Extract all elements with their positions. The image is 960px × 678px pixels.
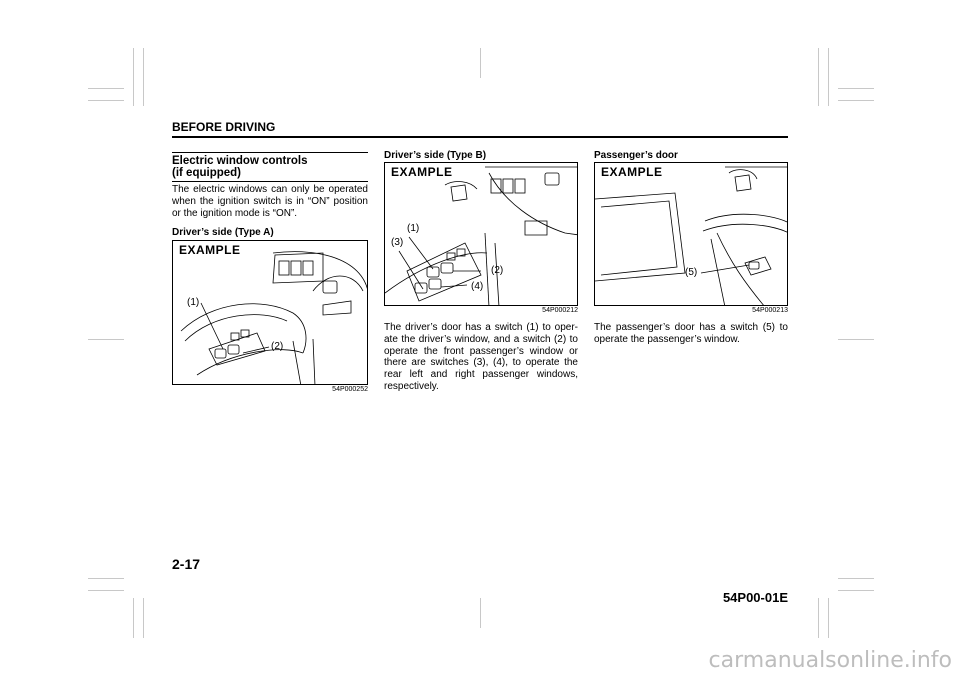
crop-mark xyxy=(480,598,481,628)
crop-mark xyxy=(838,578,874,579)
passenger-illustration xyxy=(595,166,787,305)
crop-mark xyxy=(143,48,144,106)
passenger-description: The passenger’s door has a switch (5) to… xyxy=(594,322,788,345)
type-b-callout-4: (4) xyxy=(471,281,484,292)
passenger-example-label: EXAMPLE xyxy=(601,165,663,179)
type-a-figure: EXAMPLE (1) (2) xyxy=(172,240,368,385)
type-b-heading: Driver’s side (Type B) xyxy=(384,150,487,161)
crop-mark xyxy=(88,88,124,89)
crop-mark xyxy=(88,339,124,340)
document-code: 54P00-01E xyxy=(722,590,788,605)
section-rule-top xyxy=(172,152,368,153)
running-header: BEFORE DRIVING xyxy=(172,120,276,134)
crop-mark xyxy=(143,598,144,638)
crop-mark xyxy=(818,48,819,106)
crop-mark xyxy=(133,48,134,106)
type-a-callout-1: (1) xyxy=(187,297,200,308)
type-a-illustration xyxy=(180,251,367,384)
header-rule xyxy=(172,136,788,138)
crop-mark xyxy=(828,48,829,106)
passenger-figure: EXAMPLE (5) xyxy=(594,162,788,306)
type-b-illustration xyxy=(385,166,577,305)
section-title-line2: (if equipped) xyxy=(172,167,241,179)
crop-mark xyxy=(133,598,134,638)
crop-mark xyxy=(480,48,481,78)
type-a-callout-2: (2) xyxy=(271,341,284,352)
type-a-example-label: EXAMPLE xyxy=(179,243,241,257)
crop-mark xyxy=(828,598,829,638)
crop-mark xyxy=(838,100,874,101)
crop-mark xyxy=(88,578,124,579)
type-a-heading: Driver’s side (Type A) xyxy=(172,227,274,238)
type-b-description: The driver’s door has a switch (1) to op… xyxy=(384,322,578,392)
crop-mark xyxy=(838,88,874,89)
crop-mark xyxy=(838,339,874,340)
section-rule-bottom xyxy=(172,181,368,182)
type-a-figure-code: 54P000252 xyxy=(332,386,368,393)
crop-mark xyxy=(88,100,124,101)
type-b-callout-2: (2) xyxy=(491,265,504,276)
type-b-callout-3: (3) xyxy=(391,237,404,248)
crop-mark xyxy=(88,590,124,591)
section-title-line1: Electric window controls xyxy=(172,155,308,167)
passenger-callout-5: (5) xyxy=(685,267,698,278)
type-b-example-label: EXAMPLE xyxy=(391,165,453,179)
passenger-heading: Passenger’s door xyxy=(594,150,678,161)
page-number: 2-17 xyxy=(172,556,201,572)
type-b-callout-1: (1) xyxy=(407,223,420,234)
section-title: Electric window controls (if equipped) xyxy=(172,155,368,179)
type-b-figure-code: 54P000212 xyxy=(542,307,578,314)
section-intro: The electric windows can only be operate… xyxy=(172,184,368,219)
site-watermark: carmanualsonline.info xyxy=(708,648,952,673)
type-b-figure: EXAMPLE (1) (3) (2) (4) xyxy=(384,162,578,306)
crop-mark xyxy=(818,598,819,638)
crop-mark xyxy=(838,590,874,591)
passenger-figure-code: 54P000213 xyxy=(752,307,788,314)
